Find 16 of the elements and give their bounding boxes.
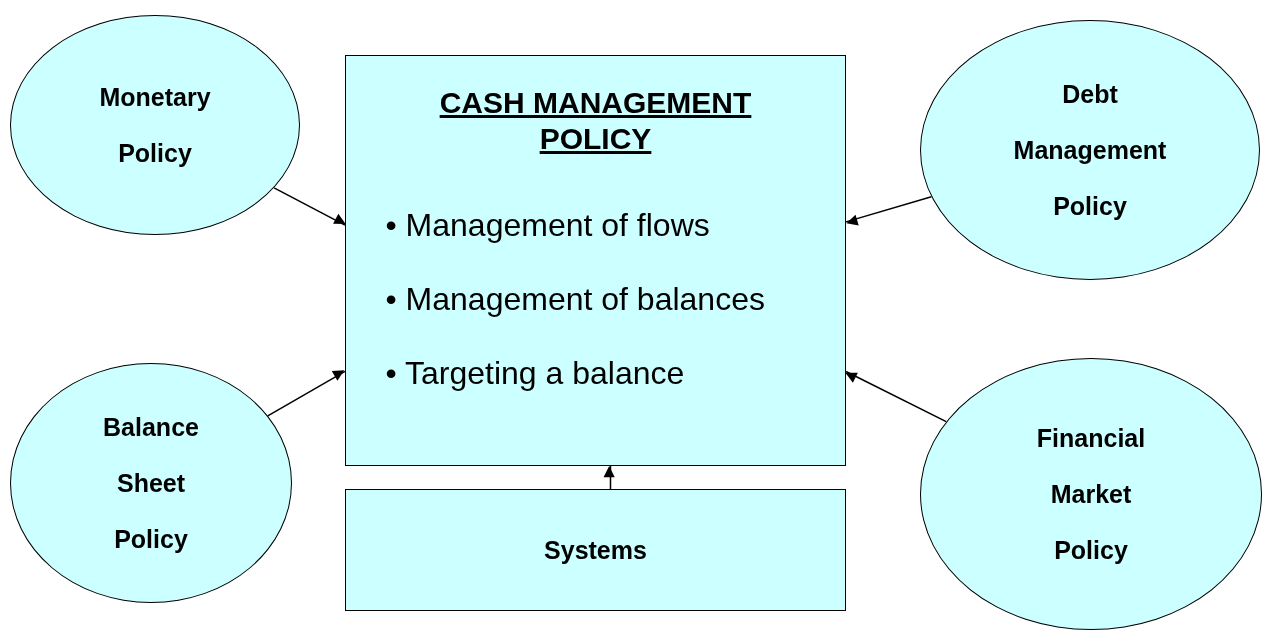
node-label: Systems [544, 535, 647, 566]
bullet-item: • Management of balances [385, 280, 766, 317]
arrow [603, 465, 615, 490]
arrow [273, 187, 346, 226]
arrow [845, 195, 933, 226]
arrow [845, 370, 947, 423]
bullet-item: • Management of flows [385, 206, 711, 243]
node-label: Monetary Policy [98, 82, 212, 169]
node-label: Financial Market Policy [1035, 423, 1147, 566]
node-label: Balance Sheet Policy [102, 412, 200, 555]
policy-box [345, 55, 846, 466]
arrow [267, 370, 346, 417]
heading: CASH MANAGEMENT POLICY [438, 84, 753, 157]
bullet-item: • Targeting a balance [385, 354, 686, 391]
process-box [345, 489, 846, 611]
node-label: Debt Management Policy [1012, 79, 1168, 222]
